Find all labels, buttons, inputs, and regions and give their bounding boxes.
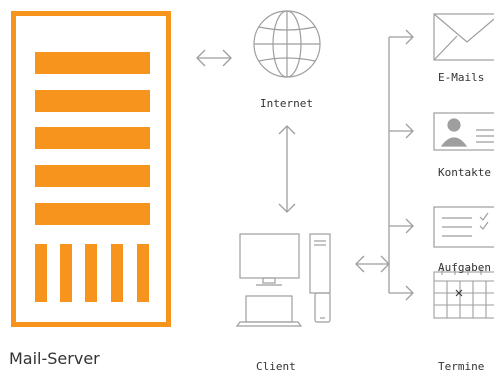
- client-devices-icon: [235, 233, 331, 327]
- distribution-bracket: [388, 29, 414, 301]
- calendar-icon: [433, 268, 494, 319]
- envelope-icon: [433, 13, 494, 61]
- mail-server-icon: [11, 11, 171, 327]
- mail-server-label: Mail-Server: [9, 349, 100, 368]
- tasks-label: Aufgaben: [438, 261, 491, 274]
- appointments-label: Termine: [438, 360, 485, 373]
- internet-client-arrow-icon: [278, 125, 296, 213]
- contacts-label: Kontakte: [438, 166, 491, 179]
- contact-card-icon: [433, 112, 494, 151]
- server-internet-arrow-icon: [196, 49, 232, 67]
- globe-icon: [253, 10, 321, 78]
- client-services-arrow-icon: [355, 255, 390, 273]
- client-label: Client: [256, 360, 296, 373]
- task-list-icon: [433, 206, 494, 248]
- emails-label: E-Mails: [438, 71, 485, 84]
- internet-label: Internet: [260, 97, 313, 110]
